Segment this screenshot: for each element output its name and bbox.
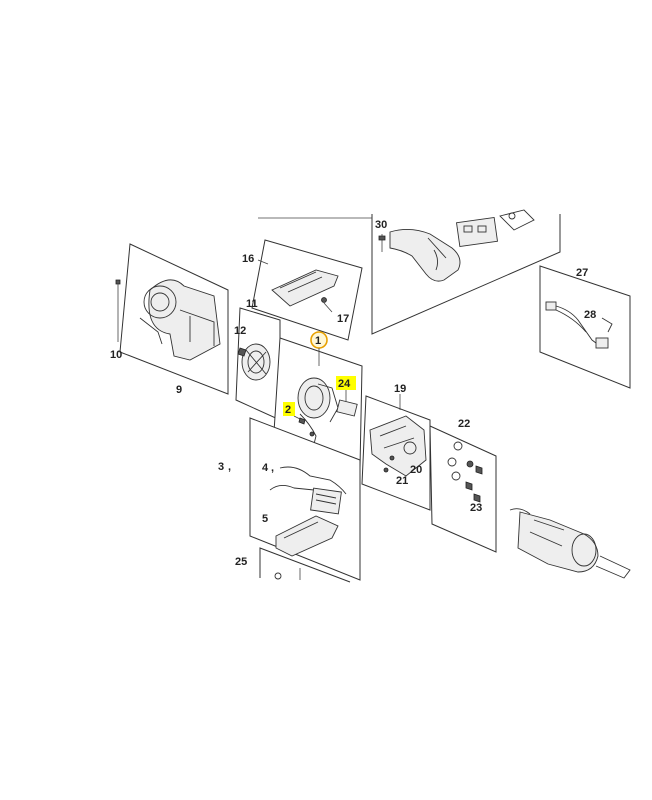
label-30: 30 bbox=[375, 219, 387, 231]
tool-body-assembly bbox=[509, 508, 631, 579]
label-23: 23 bbox=[470, 502, 482, 514]
label-3-sep: , bbox=[228, 461, 231, 473]
label-4: 4 bbox=[262, 462, 269, 474]
panel-25 bbox=[259, 547, 351, 583]
label-21: 21 bbox=[396, 475, 408, 487]
label-10: 10 bbox=[110, 349, 122, 361]
label-12: 12 bbox=[234, 325, 246, 337]
label-24: 24 bbox=[338, 378, 351, 390]
label-5: 5 bbox=[262, 513, 268, 525]
label-22: 22 bbox=[458, 418, 470, 430]
handle-assembly-top bbox=[389, 209, 535, 282]
label-2: 2 bbox=[285, 404, 291, 416]
circle-highlight-1 bbox=[310, 331, 328, 366]
label-25: 25 bbox=[235, 556, 247, 568]
label-3: 3 bbox=[218, 461, 224, 473]
panel-16 bbox=[251, 239, 363, 341]
label-16: 16 bbox=[242, 253, 254, 265]
label-17: 17 bbox=[337, 313, 349, 325]
panel-3 bbox=[249, 417, 361, 581]
panel-19 bbox=[361, 395, 431, 511]
leader-16 bbox=[257, 259, 269, 265]
label-9: 9 bbox=[176, 384, 182, 396]
label-1: 1 bbox=[315, 335, 321, 347]
brush-24 bbox=[336, 390, 358, 417]
panel-top-right bbox=[258, 214, 561, 335]
panel-11 bbox=[235, 307, 281, 421]
screw-2 bbox=[293, 415, 306, 425]
panel-27 bbox=[539, 265, 631, 389]
panel-22 bbox=[429, 425, 497, 553]
label-4-sep: , bbox=[271, 462, 274, 474]
label-11: 11 bbox=[246, 298, 258, 310]
screw-10 bbox=[115, 279, 121, 342]
screw-30 bbox=[378, 234, 386, 252]
label-20: 20 bbox=[410, 464, 422, 476]
panel-9 bbox=[119, 243, 229, 395]
highlight-24 bbox=[336, 376, 356, 390]
label-28: 28 bbox=[584, 309, 596, 321]
label-27: 27 bbox=[576, 267, 588, 279]
highlight-2 bbox=[283, 402, 295, 416]
label-19: 19 bbox=[394, 383, 406, 395]
